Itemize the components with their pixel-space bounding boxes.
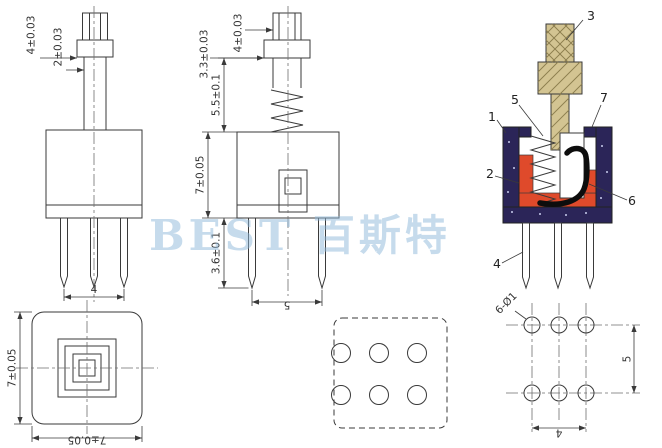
pcb-dim-col-span: 4: [555, 427, 562, 439]
housing-speckles: [507, 141, 608, 216]
front-plunger-shoulder: [76, 39, 114, 58]
callout-5: 5: [511, 92, 519, 107]
side-pin: [248, 217, 256, 290]
side-spring: [270, 89, 304, 133]
side-dim-pin-span: 5: [284, 299, 291, 311]
pcb-pattern-view: [331, 317, 448, 429]
pcb-dim-holes: 6-Ø1: [493, 290, 519, 316]
side-latch-detail: [278, 169, 308, 213]
callout-2: 2: [486, 166, 494, 181]
section-slider: [559, 132, 585, 199]
front-dim-pin-span: 4: [91, 284, 98, 296]
top-dim-width: 7±0.05: [68, 434, 107, 446]
side-pin: [318, 217, 326, 290]
side-dim-pin-length: 3.6±0.1: [211, 232, 223, 274]
watermark: BEST 百斯特: [149, 211, 451, 260]
side-dim-body-height: 7±0.05: [195, 156, 207, 195]
section-housing-base: [502, 206, 613, 224]
section-view: 3 5 7 1 2 6 4: [486, 8, 636, 290]
pcb-pads: [331, 343, 427, 405]
pcb-outline-dashed: [333, 317, 448, 429]
plunger-hatch: [537, 23, 583, 151]
side-view: 4±0.03 3.3±0.03 5.5±0.1 7±0.05 3.6±0.1 5: [195, 6, 340, 311]
callout-7: 7: [600, 90, 608, 105]
front-pin: [120, 217, 128, 289]
callout-6: 6: [628, 193, 636, 208]
front-dim-plunger-inner: 2±0.03: [53, 28, 65, 67]
callout-leaders: [494, 19, 628, 264]
section-pin: [586, 222, 594, 290]
callout-4: 4: [493, 256, 501, 271]
side-plunger-cap: [263, 39, 311, 59]
section-contact: [537, 145, 590, 207]
callout-3: 3: [587, 8, 595, 23]
top-dim-height: 7±0.05: [7, 349, 19, 388]
pcb-holes-view: 6-Ø1 5 4: [493, 290, 640, 439]
front-view: 4±0.03 2±0.03 4: [26, 6, 143, 302]
callout-1: 1: [488, 109, 496, 124]
front-dim-plunger-outer: 4±0.03: [26, 16, 38, 55]
top-view: 7±0.05 7±0.05: [7, 300, 158, 446]
section-pin: [522, 222, 530, 290]
side-plunger-tip: [272, 12, 302, 41]
side-dim-tip-width: 4±0.03: [233, 14, 245, 53]
section-spring: [529, 135, 557, 204]
front-pin: [60, 217, 68, 289]
section-pin: [554, 222, 562, 290]
pcb-centerlines: [506, 303, 640, 432]
side-dim-travel: 5.5±0.1: [211, 74, 223, 116]
front-plunger-tip: [82, 12, 108, 41]
pcb-dim-row-pitch: 5: [622, 356, 634, 363]
side-dim-cap-width: 3.3±0.03: [199, 30, 211, 79]
pcb-holes: [523, 316, 595, 402]
